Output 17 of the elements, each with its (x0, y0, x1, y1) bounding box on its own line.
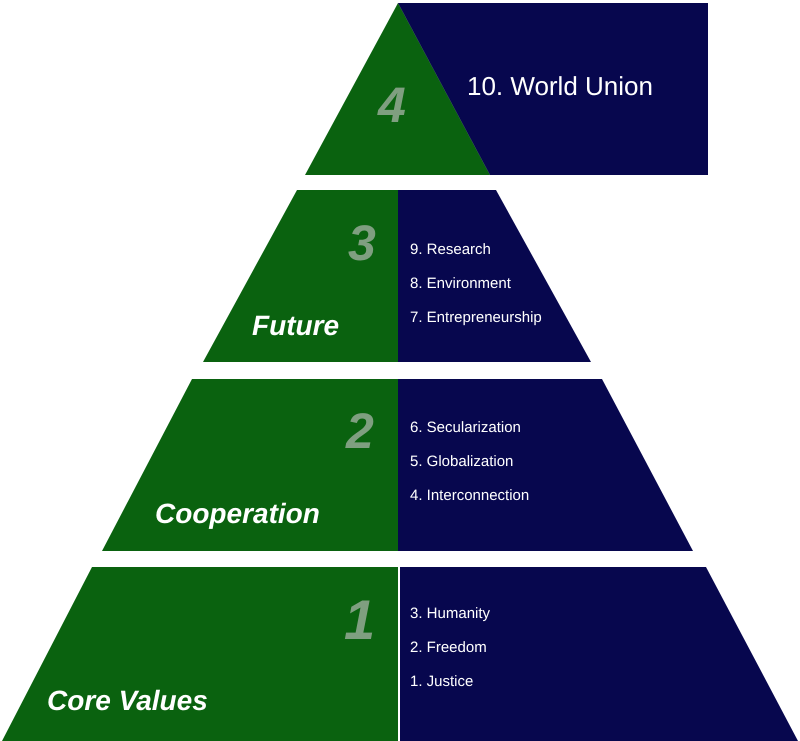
list-item: 5. Globalization (410, 454, 514, 469)
tier-label: Future (252, 312, 340, 340)
list-item: 4. Interconnection (410, 488, 530, 503)
list-item: 9. Research (410, 242, 491, 257)
tier-number: 1 (344, 592, 376, 648)
list-item: 8. Environment (410, 276, 511, 291)
tier-number: 2 (346, 406, 374, 456)
list-item: 6. Secularization (410, 420, 521, 435)
tier-label: Cooperation (155, 500, 320, 528)
tier-number: 3 (348, 218, 376, 268)
list-item: 1. Justice (410, 674, 474, 689)
list-item: 3. Humanity (410, 606, 490, 621)
tier-number: 4 (378, 80, 406, 130)
tier-title: 10. World Union (467, 73, 653, 99)
list-item: 2. Freedom (410, 640, 487, 655)
list-item: 7. Entrepreneurship (410, 310, 542, 325)
tier-label: Core Values (47, 687, 208, 715)
